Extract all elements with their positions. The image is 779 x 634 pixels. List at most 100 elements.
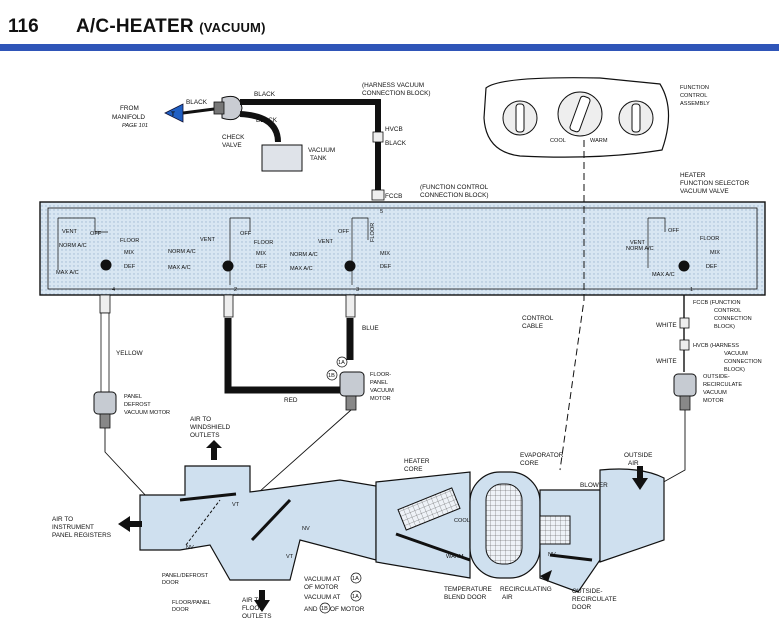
svg-text:NV: NV (548, 552, 556, 558)
hose-label-black-3: BLACK (256, 117, 278, 124)
hose-label-blue: BLUE (362, 325, 379, 332)
svg-text:CORE: CORE (520, 460, 538, 467)
svg-text:OUTSIDE: OUTSIDE (624, 452, 652, 459)
svg-text:FUNCTION: FUNCTION (680, 85, 709, 91)
svg-text:CORE: CORE (404, 466, 422, 473)
svg-text:DEF: DEF (380, 264, 392, 270)
svg-text:CONNECTION: CONNECTION (714, 316, 752, 322)
svg-text:NV: NV (186, 545, 194, 551)
heater-core (397, 487, 461, 531)
control-cable (559, 140, 585, 471)
svg-text:AND: AND (304, 606, 318, 613)
svg-text:(HARNESS VACUUM: (HARNESS VACUUM (362, 82, 424, 89)
svg-text:FLOOR: FLOOR (700, 236, 719, 242)
svg-text:FLOOR-: FLOOR- (370, 372, 391, 378)
recirculate-door (549, 553, 593, 562)
svg-text:OUTSIDE-: OUTSIDE- (572, 588, 603, 595)
svg-text:FCCB (FUNCTION: FCCB (FUNCTION (693, 300, 741, 306)
svg-text:INSTRUMENT: INSTRUMENT (52, 524, 94, 531)
vacuum-tank: VACUUM TANK (261, 144, 335, 172)
svg-text:PANEL: PANEL (370, 380, 388, 386)
svg-text:DEF: DEF (256, 264, 268, 270)
svg-text:AIR TO: AIR TO (242, 597, 263, 604)
panel-defrost-motor: PANEL DEFROST VACUUM MOTOR (93, 391, 170, 429)
svg-text:WINDSHIELD: WINDSHIELD (190, 424, 231, 431)
svg-text:DOOR: DOOR (172, 607, 189, 613)
svg-text:DEFROST: DEFROST (124, 402, 151, 408)
svg-text:NV: NV (302, 526, 310, 532)
svg-text:AIR TO: AIR TO (52, 516, 73, 523)
svg-text:AIR TO: AIR TO (190, 416, 211, 423)
svg-text:VENT: VENT (62, 229, 78, 235)
check-valve: CHECK VALVE (213, 95, 245, 149)
svg-text:TEMPERATURE: TEMPERATURE (444, 586, 492, 593)
svg-text:FLOOR: FLOOR (254, 240, 273, 246)
svg-text:1A: 1A (352, 576, 359, 582)
svg-text:BLOCK): BLOCK) (724, 367, 745, 373)
switch-group-4: VENT OFF FLOOR NORM A/C MIX MAX A/C DEF … (626, 217, 720, 293)
svg-text:FLOOR/PANEL: FLOOR/PANEL (172, 600, 211, 606)
svg-text:1B: 1B (328, 373, 335, 379)
blower-wheel (539, 515, 571, 545)
svg-text:(FUNCTION CONTROL: (FUNCTION CONTROL (420, 184, 489, 191)
arrow-floor (254, 590, 270, 612)
svg-text:5: 5 (380, 209, 383, 215)
svg-text:WARM: WARM (446, 554, 464, 560)
svg-text:RECIRCULATING: RECIRCULATING (500, 586, 552, 593)
selector-valve-panel (39, 201, 766, 296)
switch-group-2: VENT OFF FLOOR NORM A/C MIX MAX A/C DEF … (168, 217, 273, 293)
svg-text:VACUUM MOTOR: VACUUM MOTOR (124, 410, 170, 416)
svg-text:VENT: VENT (630, 240, 646, 246)
svg-text:VT: VT (286, 554, 294, 560)
arrow-outside-air (632, 466, 648, 490)
switch-group-3: VENT OFF FLOOR NORM A/C MIX MAX A/C DEF … (290, 209, 392, 293)
svg-text:DEF: DEF (124, 264, 136, 270)
switch-group-1: VENT OFF FLOOR NORM A/C MIX MAX A/C DEF … (56, 217, 139, 293)
floor-panel-motor: 1A 1B FLOOR- PANEL VACUUM MOTOR (326, 356, 394, 411)
yellow-hose (100, 312, 110, 394)
recirculate-motor: OUTSIDE- RECIRCULATE VACUUM MOTOR (673, 373, 742, 411)
svg-text:HEATER: HEATER (404, 458, 430, 465)
hose-label-white-1: WHITE (656, 322, 677, 329)
svg-text:PANEL REGISTERS: PANEL REGISTERS (52, 532, 111, 539)
svg-text:FLOOR: FLOOR (120, 238, 139, 244)
svg-text:DOOR: DOOR (572, 604, 592, 611)
svg-text:FROM: FROM (120, 105, 139, 112)
floor-panel-door (250, 498, 292, 542)
svg-text:MAX A/C: MAX A/C (56, 270, 79, 276)
svg-text:EVAPORATOR: EVAPORATOR (520, 452, 564, 459)
svg-text:VACUUM VALVE: VACUUM VALVE (680, 188, 729, 195)
svg-text:AIR: AIR (502, 594, 513, 601)
svg-text:NORM A/C: NORM A/C (59, 243, 87, 249)
svg-text:MAX A/C: MAX A/C (290, 266, 313, 272)
svg-text:RECIRCULATE: RECIRCULATE (703, 382, 742, 388)
title-main: A/C-HEATER (76, 16, 194, 37)
svg-text:CONTROL: CONTROL (680, 93, 707, 99)
svg-text:OFF: OFF (240, 231, 252, 237)
svg-text:NORM A/C: NORM A/C (290, 252, 318, 258)
hose-label-white-2: WHITE (656, 358, 677, 365)
svg-text:1A: 1A (338, 360, 345, 366)
svg-text:MOTOR: MOTOR (703, 398, 724, 404)
arrow-recirc (540, 570, 552, 582)
svg-text:COOL: COOL (454, 518, 470, 524)
svg-text:VENT: VENT (318, 239, 334, 245)
svg-text:BLOWER: BLOWER (580, 482, 608, 489)
svg-text:DEF: DEF (706, 264, 718, 270)
svg-text:VACUUM AT: VACUUM AT (304, 594, 340, 601)
arrow-windshield (206, 440, 222, 460)
svg-text:FCCB: FCCB (385, 193, 402, 200)
svg-text:CONTROL: CONTROL (714, 308, 741, 314)
svg-text:MANIFOLD: MANIFOLD (112, 114, 145, 121)
svg-text:MIX: MIX (124, 250, 134, 256)
svg-text:2: 2 (234, 287, 237, 293)
svg-text:PAGE 101: PAGE 101 (122, 123, 148, 129)
svg-text:CONTROL: CONTROL (522, 315, 554, 322)
harness-connection-block: (HARNESS VACUUM CONNECTION BLOCK) HVCB B… (362, 82, 431, 147)
svg-text:VALVE: VALVE (222, 142, 242, 149)
manifold-source: FROM MANIFOLD PAGE 101 T (112, 103, 184, 129)
svg-text:DOOR: DOOR (162, 580, 179, 586)
svg-text:OFF: OFF (90, 231, 102, 237)
